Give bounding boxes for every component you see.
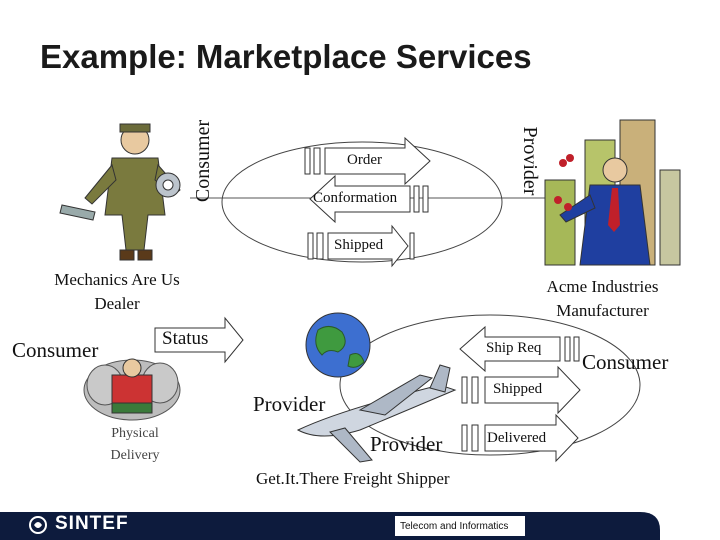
conformation-arrow [309,174,429,224]
page-title: Example: Marketplace Services [40,38,532,75]
physical-delivery-figure [83,358,181,421]
department-label: Telecom and Informatics [400,521,509,532]
provider-label-1: Provider [253,392,326,416]
status-label: Status [162,328,209,349]
department-label-box [395,516,525,536]
shipper-name: Get.It.There Freight Shipper [256,469,450,488]
shipping-exchange-ellipse [339,314,641,456]
dealer-name-line2: Dealer [94,294,140,313]
airplane-icon [296,364,457,463]
sintef-logo-icon [29,516,47,534]
manufacturer-name-line1: Acme Industries [546,277,659,296]
top-provider-label: Provider [519,126,541,196]
physical-delivery-line1: Physical [111,426,159,441]
order-arrow [304,136,431,186]
dealer-name-line1: Mechanics Are Us [54,270,180,289]
conformation-label: Conformation [313,190,398,206]
mechanic-figure [59,123,181,261]
top-exchange-ellipse [221,141,503,263]
dealer-consumer-label: Consumer [12,338,99,362]
manufacturer-consumer-label: Consumer [582,350,669,374]
sintef-brand: SINTEF [55,513,129,534]
delivered-arrow [461,413,579,463]
delivered-label: Delivered [487,430,547,446]
shipped-top-arrow [307,224,415,268]
provider-label-2: Provider [370,432,443,456]
shipped-top-label: Shipped [334,237,384,253]
shipped-bottom-arrow [461,365,581,415]
top-consumer-label: Consumer [192,119,214,203]
shipped-bottom-label: Shipped [493,381,543,397]
manufacturer-name-line2: Manufacturer [556,301,649,320]
sintef-logo-mark [34,522,42,528]
status-arrow [154,316,244,364]
manufacturer-figure [544,119,681,266]
ship-req-arrow [459,325,580,373]
globe-icon [305,312,371,378]
dot-grid-decoration [548,517,621,531]
ship-req-label: Ship Req [486,340,542,356]
physical-delivery-line2: Delivery [110,448,160,463]
order-label: Order [347,152,382,168]
